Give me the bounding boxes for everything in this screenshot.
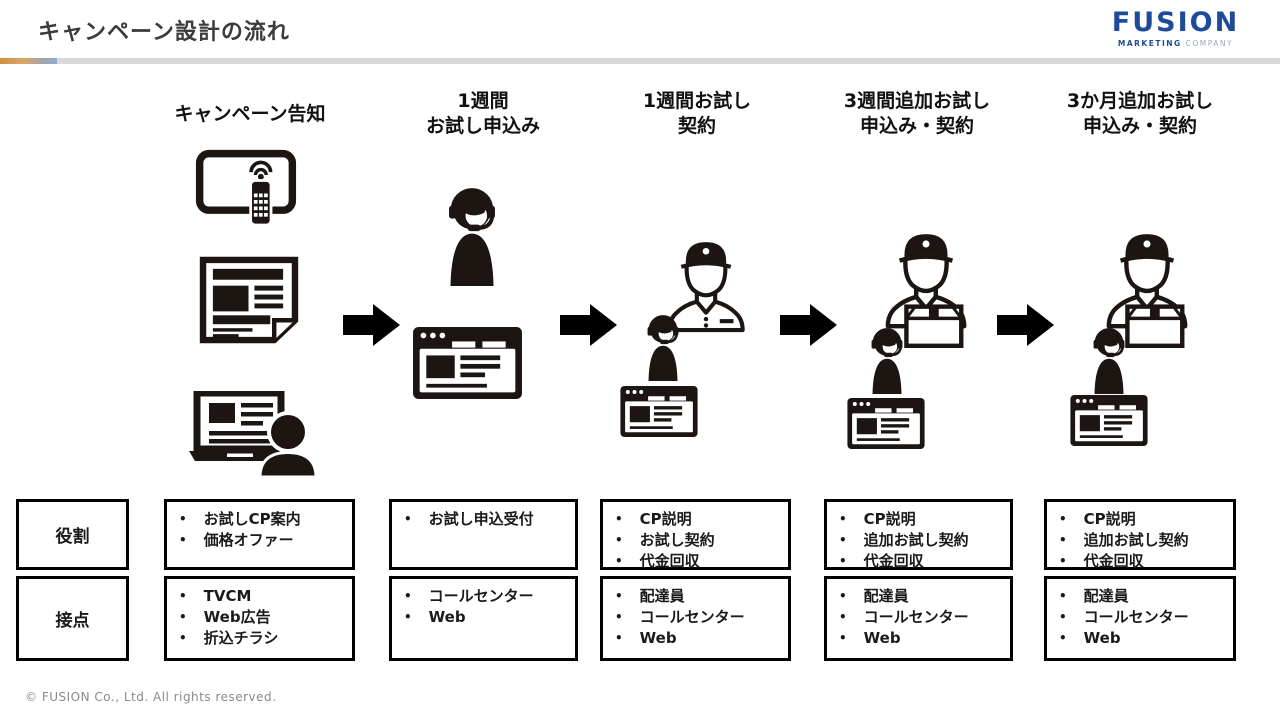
laptop-user-icon	[189, 391, 317, 477]
bullet-item: Web	[1059, 628, 1227, 649]
bullet-item: 配達員	[615, 586, 782, 607]
bullet-item: Web広告	[179, 607, 346, 628]
logo-tagline-light: COMPANY	[1185, 39, 1234, 48]
bullet-item: 折込チラシ	[179, 628, 346, 649]
arrow-right-icon	[997, 304, 1054, 346]
touchpoint-list: 配達員コールセンターWeb	[1047, 579, 1233, 649]
bullet-item: 代金回収	[615, 551, 782, 572]
arrow-right-icon	[343, 304, 400, 346]
browser-window-icon	[1070, 395, 1148, 446]
touchpoint-list: TVCMWeb広告折込チラシ	[167, 579, 352, 649]
bullet-item: お試しCP案内	[179, 509, 346, 530]
role-cell-announce: お試しCP案内価格オファー	[164, 499, 355, 570]
touchpoint-cell-trial-contract: 配達員コールセンターWeb	[600, 576, 791, 661]
bullet-item: コールセンター	[615, 607, 782, 628]
stage-title-3week-trial: 3週間追加お試し 申込み・契約	[843, 90, 991, 137]
role-list: お試し申込受付	[392, 502, 575, 530]
bullet-item: 代金回収	[1059, 551, 1227, 572]
page-title: キャンペーン設計の流れ	[38, 20, 290, 45]
role-list: CP説明お試し契約代金回収	[603, 502, 788, 572]
logo-tagline: MARKETING COMPANY	[1103, 39, 1248, 48]
arrow-right-icon	[780, 304, 837, 346]
role-cell-3month: CP説明追加お試し契約代金回収	[1044, 499, 1236, 570]
call-center-operator-icon	[435, 182, 509, 286]
fusion-logo: FUSION MARKETING COMPANY	[1103, 7, 1248, 49]
touchpoint-cell-3week: 配達員コールセンターWeb	[824, 576, 1013, 661]
header-divider-accent	[0, 58, 57, 64]
touchpoint-list: コールセンターWeb	[392, 579, 575, 628]
stage-title-trial-apply: 1週間 お試し申込み	[425, 90, 540, 137]
bullet-item: Web	[615, 628, 782, 649]
role-list: CP説明追加お試し契約代金回収	[1047, 502, 1233, 572]
bullet-item: CP説明	[1059, 509, 1227, 530]
row-label-role: 役割	[16, 499, 129, 570]
browser-window-icon	[847, 398, 925, 449]
copyright-footer: © FUSION Co., Ltd. All rights reserved.	[25, 690, 277, 704]
bullet-item: CP説明	[615, 509, 782, 530]
browser-window-icon	[620, 386, 698, 437]
call-center-operator-icon	[862, 324, 912, 394]
touchpoint-cell-announce: TVCMWeb広告折込チラシ	[164, 576, 355, 661]
bullet-item: 追加お試し契約	[839, 530, 1004, 551]
bullet-item: お試し契約	[615, 530, 782, 551]
tv-remote-icon	[195, 149, 297, 238]
role-list: お試しCP案内価格オファー	[167, 502, 352, 551]
logo-wordmark: FUSION	[1111, 7, 1240, 38]
arrow-right-icon	[560, 304, 617, 346]
logo-tagline-bold: MARKETING	[1117, 39, 1182, 48]
touchpoint-list: 配達員コールセンターWeb	[603, 579, 788, 649]
row-label-touchpoint: 接点	[16, 576, 129, 661]
touchpoint-cell-3month: 配達員コールセンターWeb	[1044, 576, 1236, 661]
role-list: CP説明追加お試し契約代金回収	[827, 502, 1010, 572]
browser-window-icon	[412, 327, 523, 399]
bullet-item: 配達員	[839, 586, 1004, 607]
bullet-item: コールセンター	[839, 607, 1004, 628]
bullet-item: コールセンター	[404, 586, 569, 607]
call-center-operator-icon	[1084, 324, 1134, 394]
bullet-item: コールセンター	[1059, 607, 1227, 628]
stage-title-trial-contract: 1週間お試し 契約	[642, 90, 752, 137]
bullet-item: 代金回収	[839, 551, 1004, 572]
role-cell-trial-contract: CP説明お試し契約代金回収	[600, 499, 791, 570]
header-divider	[0, 58, 1280, 64]
stage-title-announce: キャンペーン告知	[174, 102, 326, 125]
touchpoint-list: 配達員コールセンターWeb	[827, 579, 1010, 649]
newspaper-flyer-icon	[197, 255, 301, 344]
bullet-item: Web	[839, 628, 1004, 649]
bullet-item: TVCM	[179, 586, 346, 607]
role-cell-trial-apply: お試し申込受付	[389, 499, 578, 570]
bullet-item: CP説明	[839, 509, 1004, 530]
bullet-item: 配達員	[1059, 586, 1227, 607]
call-center-operator-icon	[638, 311, 688, 381]
stage-title-3month-trial: 3か月追加お試し 申込み・契約	[1066, 90, 1214, 137]
bullet-item: Web	[404, 607, 569, 628]
bullet-item: 追加お試し契約	[1059, 530, 1227, 551]
bullet-item: 価格オファー	[179, 530, 346, 551]
touchpoint-cell-trial-apply: コールセンターWeb	[389, 576, 578, 661]
bullet-item: お試し申込受付	[404, 509, 569, 530]
role-cell-3week: CP説明追加お試し契約代金回収	[824, 499, 1013, 570]
